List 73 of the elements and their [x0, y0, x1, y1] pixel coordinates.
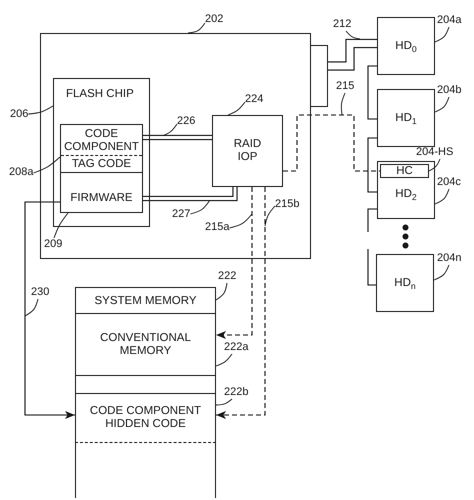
reference-numeral: 204a: [437, 14, 462, 27]
reference-numeral: 204b: [437, 84, 462, 97]
reference-numeral: 215b: [275, 198, 300, 211]
memory-map: [75, 287, 216, 498]
connector-line: [367, 249, 376, 286]
double-line: [143, 187, 238, 202]
reference-numeral: 215a: [205, 221, 230, 234]
leader-line: [24, 298, 38, 316]
code-block: [60, 124, 143, 173]
reference-numeral: 224: [245, 93, 264, 106]
leader-line: [33, 156, 60, 174]
reference-numeral: 230: [31, 286, 50, 299]
box-label: FLASH CHIP: [66, 88, 134, 101]
leader-line: [264, 206, 276, 226]
box-label: CONVENTIONAL MEMORY: [99, 332, 192, 358]
leader-line: [228, 102, 246, 116]
leader-line: [188, 22, 206, 34]
double-line: [143, 134, 212, 140]
chip-box: [53, 78, 150, 227]
leader-line: [190, 200, 210, 214]
box-label: HD$_{1}$: [395, 112, 417, 124]
leader-line: [229, 214, 252, 228]
box-label: HD$_{n}$: [394, 276, 416, 290]
dashed-arrow: [216, 187, 253, 339]
reference-numeral: 222: [218, 270, 236, 283]
leader-line: [434, 188, 450, 204]
reference-numeral: 204-HS: [416, 146, 454, 159]
reference-numeral: 206: [10, 108, 28, 121]
connector-line: [367, 137, 377, 193]
inner-box: [380, 164, 429, 178]
leader-line: [434, 96, 450, 112]
reference-numeral: 212: [333, 18, 352, 31]
reference-numeral: 204n: [437, 252, 462, 265]
leader-line: [346, 30, 360, 40]
double-line: [328, 38, 377, 71]
box-label: CODE COMPONENT: [63, 128, 140, 154]
box-label: FIRMWARE: [70, 192, 133, 205]
leader-line: [428, 158, 440, 172]
box-label: HD$_{2}$: [395, 188, 417, 200]
box-label: CODE COMPONENT HIDDEN CODE: [88, 405, 202, 431]
leader-line: [216, 282, 228, 300]
firmware-block: [60, 172, 143, 213]
leader-line: [216, 354, 232, 366]
connector-line: [367, 208, 377, 232]
enclosure-box: [40, 33, 311, 259]
reference-numeral: 222b: [224, 386, 248, 399]
reference-numeral: 215: [336, 80, 354, 93]
reference-numeral: 222a: [224, 341, 248, 354]
leader-line: [340, 92, 346, 116]
reference-numeral: 226: [177, 115, 196, 128]
reference-numeral: 208a: [9, 166, 34, 179]
leader-line: [434, 264, 450, 280]
box-label: RAID IOP: [232, 138, 262, 164]
leader-line: [28, 106, 54, 114]
memory-region: [75, 313, 216, 376]
leader-line: [434, 26, 450, 42]
dashed-arrow: [216, 187, 266, 419]
reference-numeral: 204c: [437, 176, 461, 189]
processor-box: [212, 115, 283, 187]
leader-line: [216, 398, 232, 406]
reference-numeral: 227: [172, 208, 190, 221]
box-label: HD$_{0}$: [395, 40, 417, 52]
reference-numeral: 209: [44, 238, 62, 251]
port-box: [310, 45, 328, 107]
dashed-line: [283, 114, 380, 172]
leader-line: [162, 124, 178, 136]
memory-region: [75, 393, 216, 443]
reference-numeral: 202: [205, 13, 224, 26]
box-label: TAG CODE: [72, 158, 132, 171]
arrow: [24, 201, 75, 419]
box-label: HC: [396, 165, 413, 177]
connector-line: [367, 65, 377, 120]
box-label: SYSTEM MEMORY: [94, 295, 197, 308]
